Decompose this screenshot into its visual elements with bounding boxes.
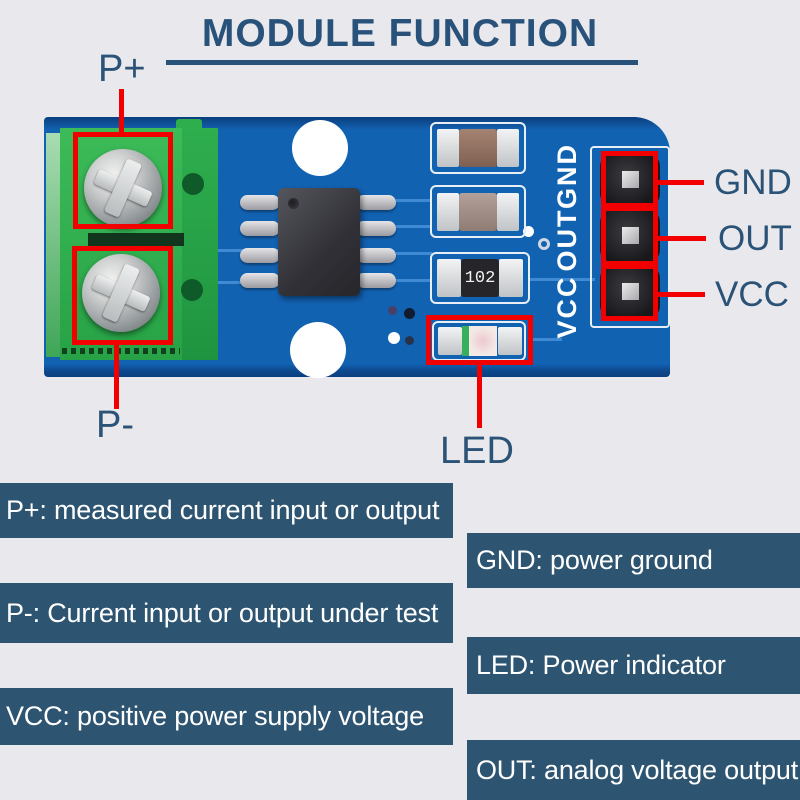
chip-pin1-dimple (288, 198, 299, 209)
soic8-chip (278, 188, 360, 296)
chip-pin (240, 273, 280, 288)
smd-pad (437, 129, 459, 167)
terminal-slot (88, 233, 184, 246)
legend-p-minus: P-: Current input or output under test (0, 583, 453, 643)
via-dot (404, 308, 415, 319)
smd-pad (497, 129, 519, 167)
chip-pin (356, 195, 396, 210)
power-led (432, 321, 526, 361)
smd-pad (437, 193, 459, 231)
led-pad (438, 327, 462, 355)
title-underline (166, 60, 638, 65)
header-pin-out (600, 210, 660, 262)
annotation-box-gnd-pin (601, 151, 658, 208)
chip-pin (240, 221, 280, 236)
chip-pin (240, 248, 280, 263)
annotation-line-p-minus (114, 344, 119, 409)
annotation-box-out-pin (601, 206, 658, 266)
annotation-line-p-plus (119, 89, 124, 134)
callout-gnd: GND (714, 163, 792, 202)
smd-pad (437, 259, 461, 297)
chip-pin (356, 273, 396, 288)
led-green-stripe (462, 326, 469, 356)
via-dot (388, 306, 397, 315)
terminal-right-face (182, 128, 218, 360)
pcb-trace (396, 252, 432, 255)
header-pin-vcc (600, 266, 660, 318)
annotation-box-vcc-pin (601, 264, 658, 321)
legend-out: OUT: analog voltage output (467, 740, 800, 800)
pcb-trace (532, 338, 562, 341)
header-pin-gnd (600, 154, 660, 206)
page-title: MODULE FUNCTION (201, 12, 599, 55)
pcb-trace (528, 278, 595, 281)
annotation-line-gnd (658, 180, 704, 185)
annotation-box-screw-bottom (72, 246, 173, 345)
annotation-box-led (426, 315, 533, 365)
legend-vcc: VCC: positive power supply voltage (0, 688, 453, 745)
chip-pin (356, 248, 396, 263)
pcb-trace (396, 199, 432, 202)
mounting-hole-top (292, 120, 348, 176)
pcb-trace (396, 279, 432, 282)
legend-gnd: GND: power ground (467, 533, 800, 588)
silkscreen-out-label: OUT (552, 208, 582, 272)
callout-vcc: VCC (715, 275, 789, 314)
annotation-line-led (477, 361, 482, 428)
smd-capacitor-1 (430, 122, 526, 174)
capacitor-body (459, 193, 497, 231)
led-pad (498, 327, 522, 355)
terminal-texture (62, 348, 180, 354)
silkscreen-vcc-label: VCC (552, 275, 582, 339)
chip-pin (240, 195, 280, 210)
callout-led: LED (440, 430, 514, 472)
screw-bottom (82, 254, 160, 332)
legend-led: LED: Power indicator (467, 637, 800, 694)
terminal-tab (176, 119, 202, 130)
callout-p-plus: P+ (98, 48, 146, 90)
smd-pad (499, 259, 523, 297)
pcb-trace (396, 225, 432, 228)
silkscreen-gnd-label: GND (552, 143, 582, 209)
annotation-line-out (658, 236, 706, 241)
terminal-screw-hole-top (182, 173, 204, 195)
via-dot (388, 332, 400, 344)
legend-p-plus: P+: measured current input or output (0, 483, 453, 538)
via-dot (405, 336, 414, 345)
via-dot (523, 226, 534, 237)
terminal-side-face (46, 133, 64, 357)
callout-p-minus: P- (96, 404, 134, 446)
chip-pin (356, 221, 396, 236)
smd-capacitor-2 (430, 185, 526, 238)
resistor-body: 102 (461, 259, 499, 297)
annotation-box-screw-top (73, 132, 173, 229)
annotation-line-vcc (658, 292, 705, 297)
smd-pad (497, 193, 519, 231)
terminal-screw-hole-bottom (181, 279, 203, 301)
screw-top (84, 149, 162, 227)
smd-resistor-102: 102 (430, 252, 530, 304)
resistor-value-label: 102 (464, 268, 496, 288)
capacitor-body (459, 129, 497, 167)
led-lens (469, 326, 497, 356)
callout-out: OUT (718, 219, 792, 258)
mounting-hole-bottom (290, 322, 346, 378)
via-dot (538, 238, 550, 250)
